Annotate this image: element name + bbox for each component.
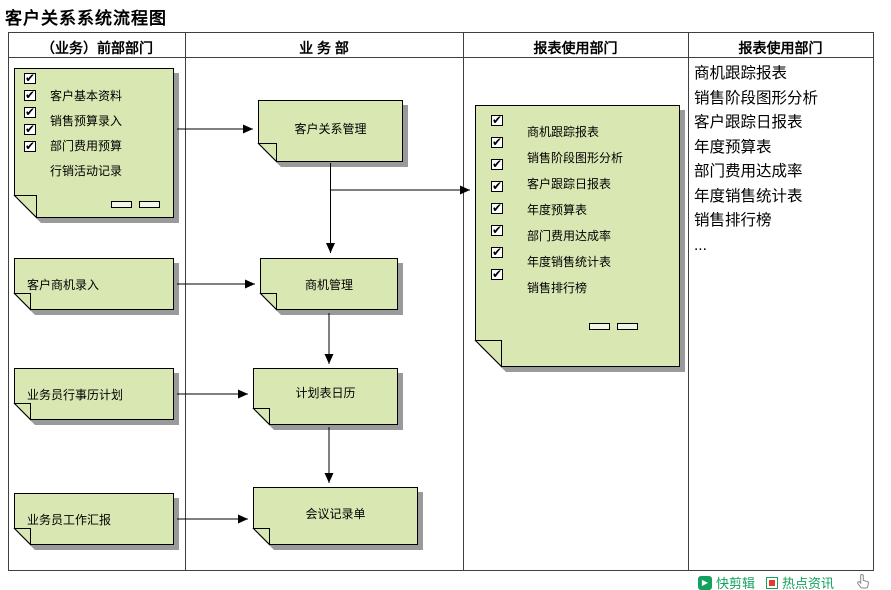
hand-cursor-icon[interactable] [856,573,871,589]
box-label: 商机管理 [304,278,353,292]
document-shape [474,105,685,372]
checkbox-checked-icon [24,124,36,135]
checkbox-checked-icon [24,107,36,118]
box-label: 计划表日历 [295,386,356,400]
checkbox-checked-icon [491,181,503,192]
checkbox-column [24,73,36,152]
header-divider [9,57,873,58]
mini-button-row [589,323,638,330]
document-shape [13,368,179,425]
report-form-item-label: 商机跟踪报表 [527,125,600,139]
flow-box-calendar: 计划表日历 [252,368,403,430]
checkbox-checked-icon [491,159,503,170]
report-list-item: ... [694,236,707,254]
report-form-item-label: 客户跟踪日报表 [527,177,612,191]
lane-divider [688,33,689,570]
report-list-item: 年度销售统计表 [694,187,803,205]
report-list-item: 销售阶段图形分析 [694,89,819,107]
checkbox-checked-icon [24,73,36,84]
hot-news-button[interactable]: 热点资讯 [766,573,834,590]
report-list-item: 部门费用达成率 [694,163,803,180]
lane-header-report-users-1: 报表使用部门 [533,40,618,56]
quick-clip-icon [698,575,712,590]
checkbox-checked-icon [24,141,36,152]
box-label: 客户关系管理 [294,122,367,136]
document-shape [13,493,179,550]
flow-box-work-report: 业务员工作汇报 [13,493,179,550]
report-list-item: 年度预算表 [694,138,772,156]
document-shape [257,100,408,167]
form-item-label: 客户基本资料 [50,89,123,103]
box-label: 业务员行事历计划 [27,388,124,402]
checkbox-column [491,115,503,280]
lane-header-business-dept: 业 务 部 [299,40,349,56]
document-shape [13,258,179,315]
report-form-item-list: 商机跟踪报表销售阶段图形分析客户跟踪日报表年度预算表部门费用达成率年度销售统计表… [527,119,623,301]
document-shape [252,368,403,430]
mini-button [139,201,160,208]
flow-box-opportunity-entry: 客户商机录入 [13,258,179,315]
checkbox-checked-icon [491,137,503,148]
report-name-list: 商机跟踪报表销售阶段图形分析客户跟踪日报表年度预算表部门费用达成率年度销售统计表… [694,62,818,258]
mini-button [589,323,610,330]
checkbox-checked-icon [491,269,503,280]
report-list-item: 客户跟踪日报表 [694,114,803,131]
report-list-item: 商机跟踪报表 [694,65,788,82]
report-form-item-label: 销售阶段图形分析 [527,151,624,165]
form-item-label: 部门费用预算 [50,139,123,153]
report-form-item-label: 年度预算表 [527,203,588,217]
document-shape [13,68,179,223]
flow-box-opportunity-mgmt: 商机管理 [259,258,403,315]
report-form-item-label: 年度销售统计表 [527,255,612,269]
page-title: 客户关系系统流程图 [5,9,167,28]
mini-button [617,323,638,330]
checkbox-checked-icon [491,115,503,126]
lane-divider [463,33,464,570]
checkbox-checked-icon [24,90,36,101]
lane-header-front-office: （业务）前部部门 [41,40,153,56]
report-form-item-label: 销售排行榜 [527,281,588,295]
form-box-reports: 商机跟踪报表销售阶段图形分析客户跟踪日报表年度预算表部门费用达成率年度销售统计表… [474,105,685,372]
box-label: 客户商机录入 [27,278,100,292]
mini-button-row [111,201,160,208]
hot-news-icon [766,576,778,589]
flow-box-schedule-plan: 业务员行事历计划 [13,368,179,425]
lane-header-report-users-2: 报表使用部门 [738,40,823,56]
document-shape [252,487,423,550]
lane-divider [185,33,186,570]
quick-clip-button[interactable]: 快剪辑 [698,573,755,590]
report-list-item: 销售排行榜 [694,212,772,229]
quick-clip-label: 快剪辑 [716,576,756,590]
flow-box-crm: 客户关系管理 [257,100,408,167]
mini-button [111,201,132,208]
form-item-label: 销售预算录入 [50,114,123,128]
document-shape [259,258,403,315]
checkbox-checked-icon [491,247,503,258]
flow-box-meeting-record: 会议记录单 [252,487,423,550]
checkbox-checked-icon [491,225,503,236]
box-label: 会议记录单 [305,507,366,521]
overlay-taskbar: 快剪辑 热点资讯 [0,571,891,590]
form-item-label: 行销活动记录 [50,164,123,178]
hot-news-label: 热点资讯 [782,576,835,590]
swimlane-frame: （业务）前部部门 业 务 部 报表使用部门 报表使用部门 [8,32,874,571]
form-item-list: 客户基本资料销售预算录入部门费用预算行销活动记录 [50,84,122,184]
checkbox-checked-icon [491,203,503,214]
report-form-item-label: 部门费用达成率 [527,229,612,243]
box-label: 业务员工作汇报 [27,513,112,527]
